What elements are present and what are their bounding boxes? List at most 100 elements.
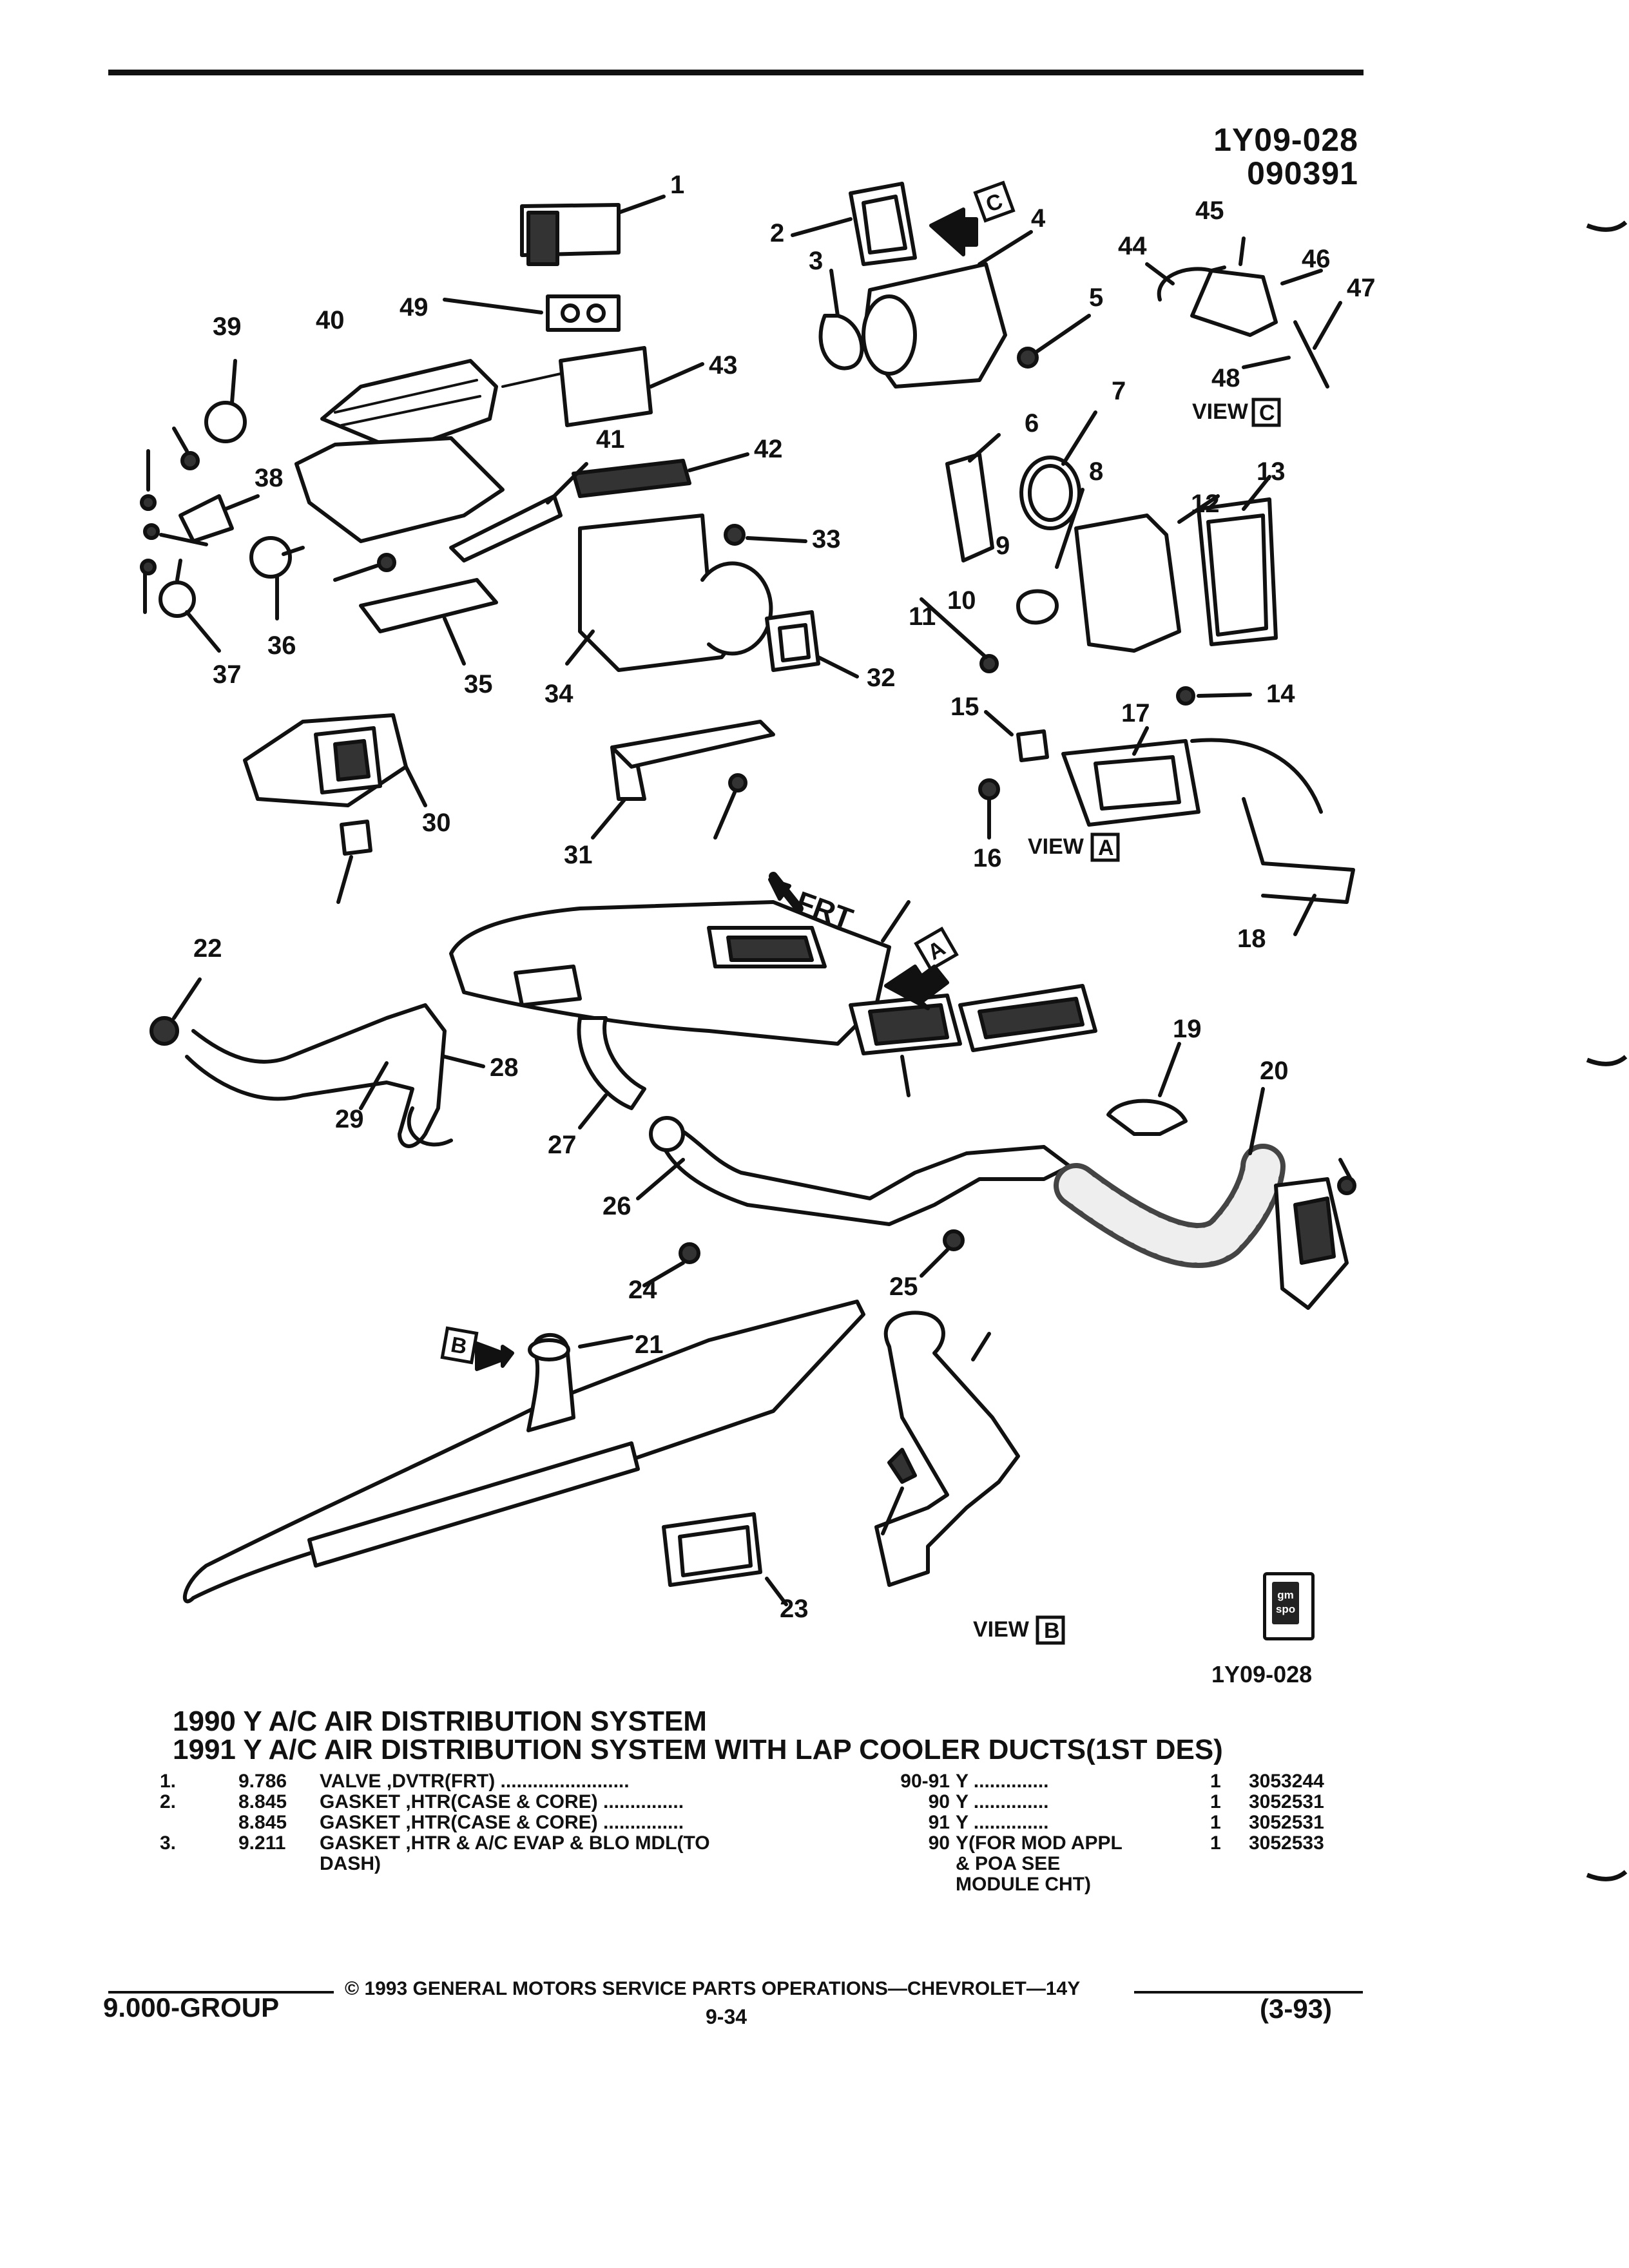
- part-number: 3052531: [1249, 1812, 1324, 1833]
- callout-26: 26: [602, 1192, 631, 1220]
- leader-dots: ........................: [500, 1771, 630, 1792]
- callout-9: 9: [996, 532, 1010, 560]
- callout-35: 35: [464, 670, 493, 698]
- item-number: 3.: [160, 1832, 177, 1854]
- part-description: GASKET ,HTR(CASE & CORE) ...............: [320, 1812, 684, 1834]
- leader-dots: ...............: [603, 1791, 684, 1812]
- callout-14: 14: [1266, 680, 1295, 708]
- callout-12: 12: [1191, 490, 1220, 518]
- callout-44: 44: [1118, 232, 1147, 260]
- callout-2: 2: [770, 219, 784, 247]
- callout-47: 47: [1347, 274, 1376, 302]
- margin-mark: [1586, 1055, 1628, 1066]
- exploded-parts-diagram: 1 2 3 4 5 6 7 8 9 10 11 12 13 14 15 16 1…: [140, 171, 1376, 1645]
- callout-6: 6: [1025, 409, 1039, 437]
- leader-dots: ...............: [603, 1812, 684, 1833]
- callout-45: 45: [1195, 197, 1224, 225]
- group-number: 9.786: [238, 1771, 287, 1792]
- top-rule: [108, 70, 1364, 75]
- part-description: GASKET ,HTR(CASE & CORE) ...............: [320, 1791, 684, 1813]
- section-titles: 1990 Y A/C AIR DISTRIBUTION SYSTEM 1991 …: [173, 1707, 1223, 1764]
- callout-18: 18: [1237, 925, 1266, 953]
- margin-mark: [1586, 220, 1628, 232]
- callout-34: 34: [545, 680, 574, 708]
- group-number: 8.845: [238, 1812, 287, 1833]
- part-number: 3053244: [1249, 1771, 1324, 1792]
- callout-27: 27: [548, 1131, 577, 1159]
- callout-1: 1: [670, 171, 684, 199]
- parts-row: 2. 8.845 GASKET ,HTR(CASE & CORE) ......…: [160, 1791, 1365, 1812]
- model: MODULE CHT): [956, 1874, 1091, 1895]
- callout-19: 19: [1173, 1015, 1202, 1043]
- callout-5: 5: [1089, 284, 1103, 312]
- callout-40: 40: [316, 306, 345, 334]
- group-label: 9.000-GROUP: [103, 1992, 280, 2023]
- callout-13: 13: [1257, 457, 1286, 486]
- callout-49: 49: [400, 293, 429, 322]
- callout-17: 17: [1121, 699, 1150, 727]
- title-line-1: 1990 Y A/C AIR DISTRIBUTION SYSTEM: [173, 1706, 707, 1737]
- view-b-box: B: [1044, 1619, 1060, 1643]
- callout-21: 21: [635, 1331, 664, 1359]
- view-a-box: A: [1098, 836, 1114, 860]
- callout-24: 24: [628, 1276, 657, 1304]
- part-description-text: GASKET ,HTR & A/C EVAP & BLO MDL(TO: [320, 1832, 710, 1854]
- ref-date: 090391: [1247, 155, 1358, 191]
- callout-30: 30: [422, 809, 451, 837]
- part-description: DASH): [320, 1853, 381, 1875]
- years: 90: [928, 1832, 950, 1854]
- callout-8: 8: [1089, 457, 1103, 486]
- arrow-b-box: B: [449, 1332, 469, 1360]
- part-description-text: GASKET ,HTR(CASE & CORE): [320, 1812, 598, 1833]
- callout-32: 32: [867, 664, 896, 692]
- view-c-label: VIEW: [1192, 399, 1249, 424]
- callout-20: 20: [1260, 1057, 1289, 1085]
- part-description-text: GASKET ,HTR(CASE & CORE): [320, 1791, 598, 1812]
- years: 90: [928, 1791, 950, 1812]
- callout-10: 10: [947, 586, 976, 615]
- part-description: GASKET ,HTR & A/C EVAP & BLO MDL(TO: [320, 1832, 710, 1854]
- part-number: 3052531: [1249, 1791, 1324, 1812]
- callout-46: 46: [1302, 245, 1331, 273]
- callout-42: 42: [754, 435, 783, 463]
- quantity: 1: [1210, 1812, 1221, 1833]
- model: Y(FOR MOD APPL: [956, 1832, 1123, 1854]
- callout-38: 38: [255, 464, 284, 492]
- parts-list: 1. 9.786 VALVE ,DVTR(FRT) ..............…: [160, 1771, 1365, 1895]
- callout-25: 25: [889, 1273, 918, 1301]
- view-c-box: C: [1259, 401, 1275, 425]
- parts-row: 1. 9.786 VALVE ,DVTR(FRT) ..............…: [160, 1771, 1365, 1792]
- model: Y ..............: [956, 1812, 1049, 1833]
- parts-row: 3. 9.211 GASKET ,HTR & A/C EVAP & BLO MD…: [160, 1832, 1365, 1854]
- callout-37: 37: [213, 660, 242, 689]
- callout-4: 4: [1031, 204, 1046, 233]
- group-number: 8.845: [238, 1791, 287, 1812]
- callout-7: 7: [1112, 377, 1126, 405]
- quantity: 1: [1210, 1771, 1221, 1792]
- callout-41: 41: [596, 425, 625, 454]
- gm-spo-logo-text: gm spo: [1272, 1582, 1299, 1624]
- part-description: VALVE ,DVTR(FRT) .......................…: [320, 1771, 630, 1792]
- callout-33: 33: [812, 525, 841, 553]
- callout-23: 23: [780, 1595, 809, 1623]
- view-a-label: VIEW: [1028, 834, 1084, 859]
- parts-row: MODULE CHT): [160, 1874, 1365, 1895]
- callout-39: 39: [213, 312, 242, 341]
- model: Y ..............: [956, 1771, 1049, 1792]
- quantity: 1: [1210, 1832, 1221, 1854]
- parts-row: DASH) & POA SEE: [160, 1853, 1365, 1874]
- callout-48: 48: [1211, 364, 1240, 392]
- revision-date: (3-93): [1260, 1994, 1333, 2024]
- arrow-c-box: C: [983, 189, 1006, 217]
- footer-rule-right: [1134, 1991, 1363, 1994]
- margin-mark: [1586, 1870, 1628, 1881]
- diagram-caption-code: 1Y09-028: [1211, 1661, 1313, 1687]
- model: & POA SEE: [956, 1853, 1061, 1874]
- quantity: 1: [1210, 1791, 1221, 1812]
- callout-36: 36: [267, 631, 296, 660]
- callout-16: 16: [973, 844, 1002, 872]
- group-number: 9.211: [238, 1832, 286, 1854]
- view-b-label: VIEW: [973, 1617, 1030, 1642]
- callout-28: 28: [490, 1053, 519, 1082]
- copyright-notice: © 1993 GENERAL MOTORS SERVICE PARTS OPER…: [345, 1978, 1081, 1999]
